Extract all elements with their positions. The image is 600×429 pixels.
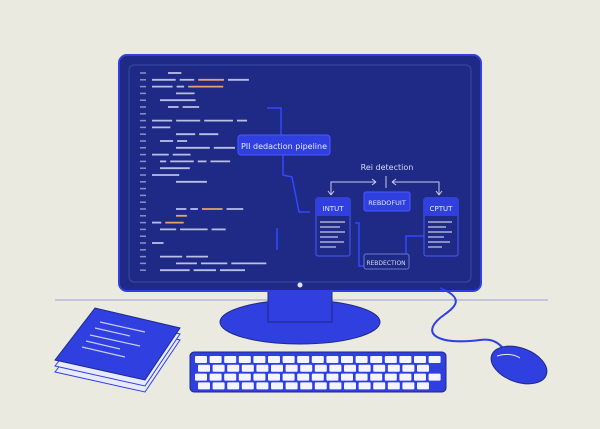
key: [253, 356, 266, 363]
key: [285, 364, 298, 372]
key: [402, 382, 415, 390]
key: [428, 373, 441, 381]
key: [358, 364, 371, 372]
key: [297, 373, 310, 381]
key: [355, 356, 368, 363]
keyboard: [189, 351, 447, 393]
redaction-label: REBDECTION: [366, 260, 405, 267]
key: [344, 382, 356, 390]
input-label: INTUT: [323, 205, 345, 213]
key: [224, 356, 237, 363]
key: [417, 382, 429, 390]
pipeline-box: PII dedaction pipeline: [237, 134, 331, 156]
key: [428, 356, 441, 363]
key: [387, 364, 400, 372]
key: [314, 382, 327, 390]
input-card: INTUT: [315, 197, 351, 257]
detection-label: Rei detection: [361, 163, 414, 172]
key: [256, 382, 269, 390]
key: [285, 382, 298, 390]
key: [414, 356, 426, 363]
key: [417, 364, 429, 372]
paper-stack: [54, 307, 181, 393]
key: [341, 356, 353, 363]
key: [387, 382, 400, 390]
key: [282, 373, 295, 381]
key: [373, 382, 386, 390]
key: [198, 382, 210, 390]
middle-label: REBDOFUIT: [368, 199, 406, 207]
pipeline-label: PII dedaction pipeline: [241, 142, 327, 151]
key: [212, 382, 225, 390]
key: [241, 382, 254, 390]
code-editor: [140, 72, 267, 272]
key: [282, 356, 295, 363]
key: [227, 382, 240, 390]
output-label: CPTUT: [430, 205, 454, 213]
key: [271, 364, 283, 372]
key: [238, 356, 251, 363]
key: [224, 373, 237, 381]
key: [329, 382, 342, 390]
key: [271, 382, 283, 390]
key: [384, 373, 397, 381]
redaction-box: REBDECTION: [363, 253, 410, 270]
key: [326, 356, 339, 363]
key: [373, 364, 386, 372]
key: [209, 373, 222, 381]
key: [370, 356, 383, 363]
power-led: [297, 282, 303, 288]
key: [198, 364, 210, 372]
key: [326, 373, 339, 381]
key: [212, 364, 225, 372]
key: [311, 356, 324, 363]
monitor-stand: [219, 284, 381, 345]
key: [209, 356, 222, 363]
output-card: CPTUT: [423, 197, 459, 257]
key: [314, 364, 327, 372]
key: [414, 373, 426, 381]
mouse-cable: [431, 287, 506, 351]
key: [399, 356, 412, 363]
key: [256, 364, 269, 372]
key: [195, 356, 207, 363]
key: [370, 373, 383, 381]
key: [300, 364, 313, 372]
key: [241, 364, 254, 372]
monitor: [118, 54, 482, 292]
key: [297, 356, 310, 363]
key: [195, 373, 207, 381]
middle-box: REBDOFUIT: [363, 191, 411, 212]
key: [268, 373, 280, 381]
detection-arrows: [327, 176, 443, 196]
key: [399, 373, 412, 381]
key: [341, 373, 353, 381]
key: [355, 373, 368, 381]
key: [311, 373, 324, 381]
pipeline-diagram: [267, 107, 425, 267]
mouse: [490, 345, 548, 385]
key: [253, 373, 266, 381]
key: [384, 356, 397, 363]
key: [227, 364, 240, 372]
key: [238, 373, 251, 381]
key: [358, 382, 371, 390]
key: [300, 382, 313, 390]
key: [329, 364, 342, 372]
key: [402, 364, 415, 372]
key: [268, 356, 280, 363]
key: [344, 364, 356, 372]
